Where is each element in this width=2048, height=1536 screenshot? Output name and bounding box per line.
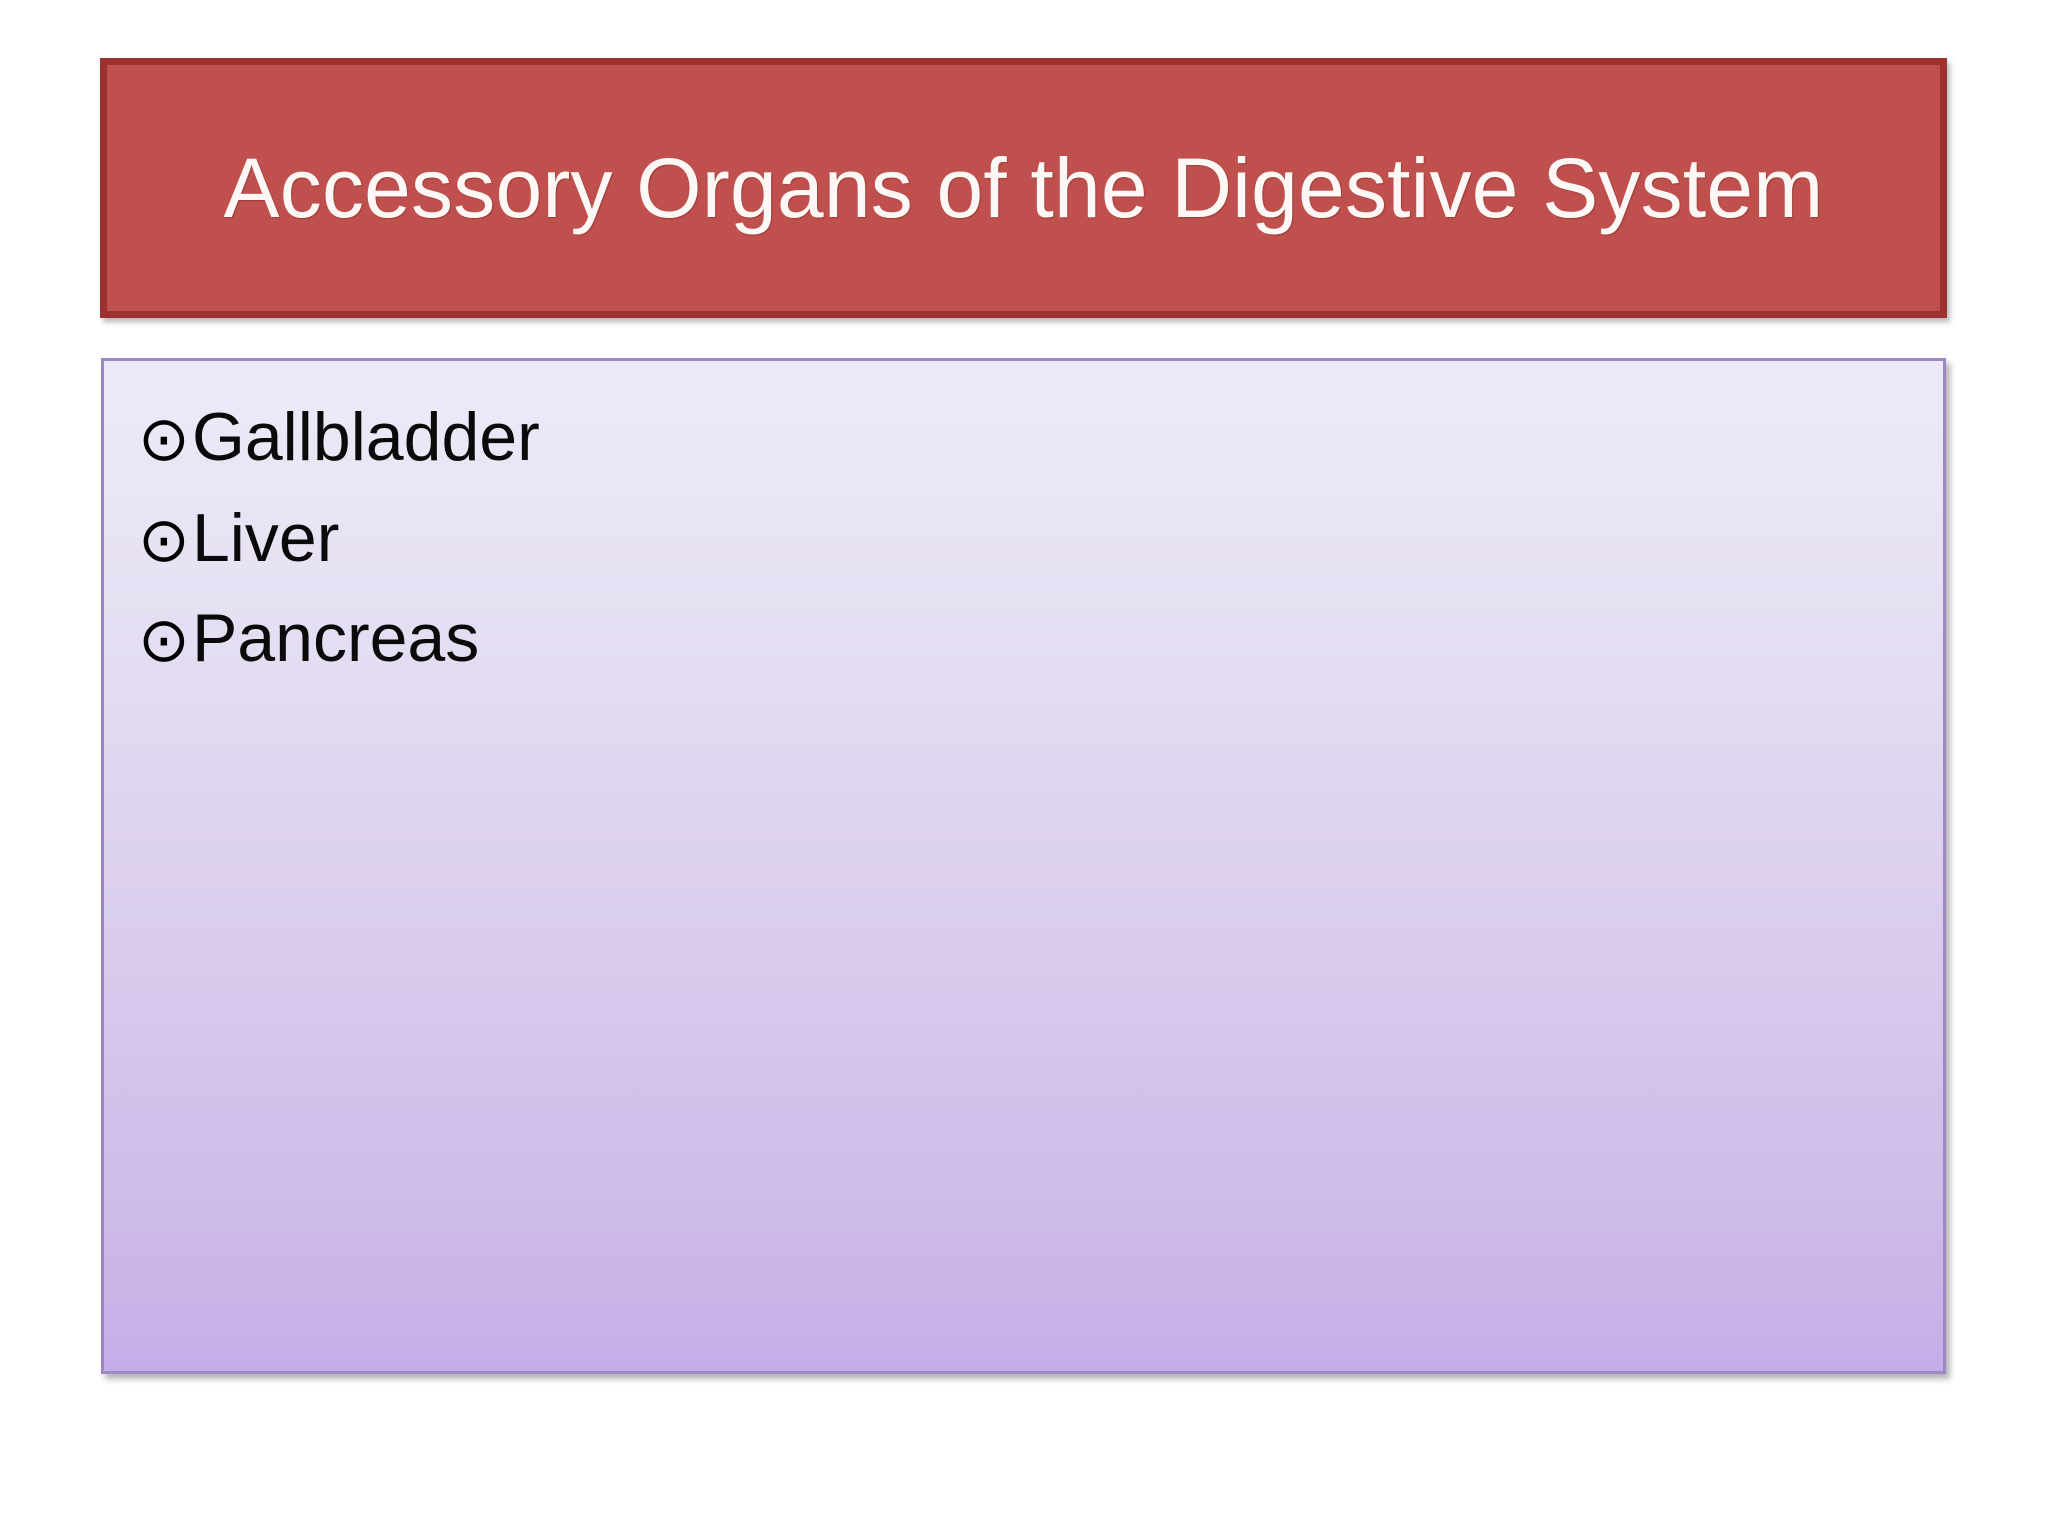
circled-dot-bullet-icon: ⊙: [138, 402, 190, 475]
list-item-label: Gallbladder: [191, 399, 540, 475]
page-title: Accessory Organs of the Digestive System: [223, 140, 1824, 235]
list-item-label: Liver: [191, 499, 340, 576]
bullet-list: ⊙ Gallbladder ⊙ Liver ⊙ Pancreas: [138, 387, 1909, 689]
list-item-label: Pancreas: [191, 600, 480, 677]
circled-dot-bullet-icon: ⊙: [138, 603, 190, 677]
list-item: ⊙ Pancreas: [138, 588, 1909, 689]
list-item: ⊙ Gallbladder: [138, 387, 1909, 488]
slide-title-box: Accessory Organs of the Digestive System: [100, 58, 1947, 318]
slide-content-box: ⊙ Gallbladder ⊙ Liver ⊙ Pancreas: [101, 358, 1946, 1374]
circled-dot-bullet-icon: ⊙: [138, 502, 190, 576]
list-item: ⊙ Liver: [138, 488, 1909, 589]
